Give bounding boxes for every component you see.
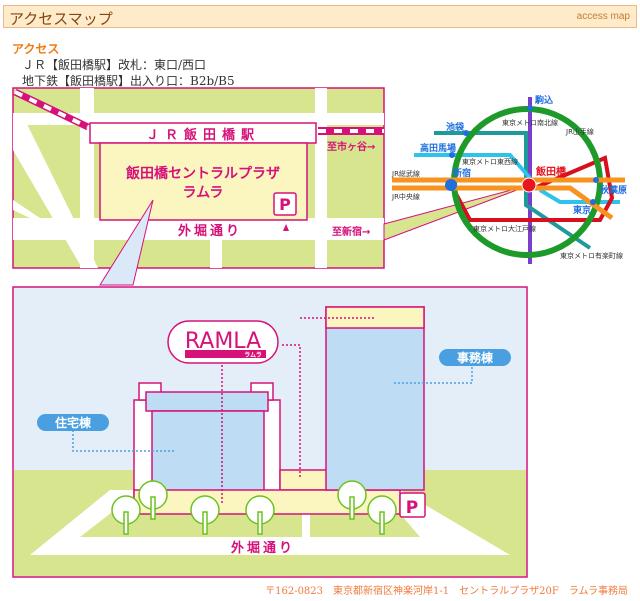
street-label: 外堀通り: [230, 540, 295, 556]
akihabara-marker: [593, 177, 599, 183]
page-header: アクセスマップ access map: [3, 5, 637, 28]
parking-label: P: [406, 498, 418, 518]
yurakucho-line: [434, 131, 592, 250]
tokyo-label: 東京: [573, 204, 591, 216]
area-map-panel: [12, 87, 531, 286]
parking-icon: [399, 492, 426, 518]
residential-label: 住宅棟: [55, 415, 92, 430]
street-label: 外堀通り: [177, 223, 242, 239]
ramla-logo-text: RAMLA: [185, 329, 261, 354]
to-shinjuku-label: 至新宿→: [332, 225, 370, 238]
office-building: [325, 306, 425, 491]
residential-badge: [37, 414, 109, 431]
yurakucho-label: 東京メトロ有楽町線: [560, 251, 623, 260]
to-ichigaya-label: 至市ヶ谷→: [327, 140, 375, 153]
parking-entrance-arrow-icon: [283, 224, 289, 231]
yamanote-label: JR山手線: [565, 127, 594, 136]
office-label: 事務棟: [457, 350, 494, 365]
route-map: [392, 97, 625, 264]
tokyo-marker: [590, 199, 596, 205]
parking-label: P: [279, 195, 291, 214]
sobu-label: JR総武線: [391, 169, 420, 178]
chuo-label: JR中央線: [391, 192, 420, 201]
page-title: アクセスマップ: [9, 10, 113, 28]
building-name: 飯田橋セントラルプラザ: [125, 165, 280, 182]
namboku-label: 東京メトロ南北線: [502, 118, 558, 127]
parking-icon: [273, 192, 297, 216]
ramla-logo-sub: ラムラ: [244, 352, 262, 359]
address-footer: 〒162-0823 東京都新宿区神楽河岸1-1 セントラルプラザ20F ラムラ事…: [265, 586, 628, 597]
station-label: ＪＲ飯田橋駅: [146, 127, 260, 143]
shinjuku-label: 新宿: [453, 167, 471, 179]
building-block: [99, 142, 308, 221]
tozai-label: 東京メトロ東西線: [462, 157, 518, 166]
ikebukuro-marker: [463, 130, 469, 136]
iidabashi-label: 飯田橋: [535, 165, 567, 178]
komagome-marker: [527, 105, 533, 111]
subway-access-info: 地下鉄【飯田橋駅】出入り口：B2b/B5: [22, 74, 235, 88]
oedo-line: [453, 155, 615, 222]
office-badge: [439, 349, 511, 366]
page-subtitle: access map: [576, 11, 630, 22]
akihabara-label: 秋葉原: [599, 184, 627, 196]
iidabashi-marker: [521, 177, 537, 193]
shinjuku-marker: [445, 179, 457, 191]
takadanobaba-label: 高田馬場: [420, 142, 456, 154]
takadanobaba-marker: [449, 152, 455, 158]
building-subname: ラムラ: [183, 185, 224, 201]
building-view: [12, 286, 528, 578]
jr-access-info: ＪＲ【飯田橋駅】改札：東口/西口: [22, 58, 207, 72]
ikebukuro-label: 池袋: [446, 121, 465, 133]
oedo-label: 東京メトロ大江戸線: [473, 224, 536, 233]
access-heading: アクセス: [12, 42, 60, 56]
komagome-label: 駒込: [534, 94, 553, 106]
